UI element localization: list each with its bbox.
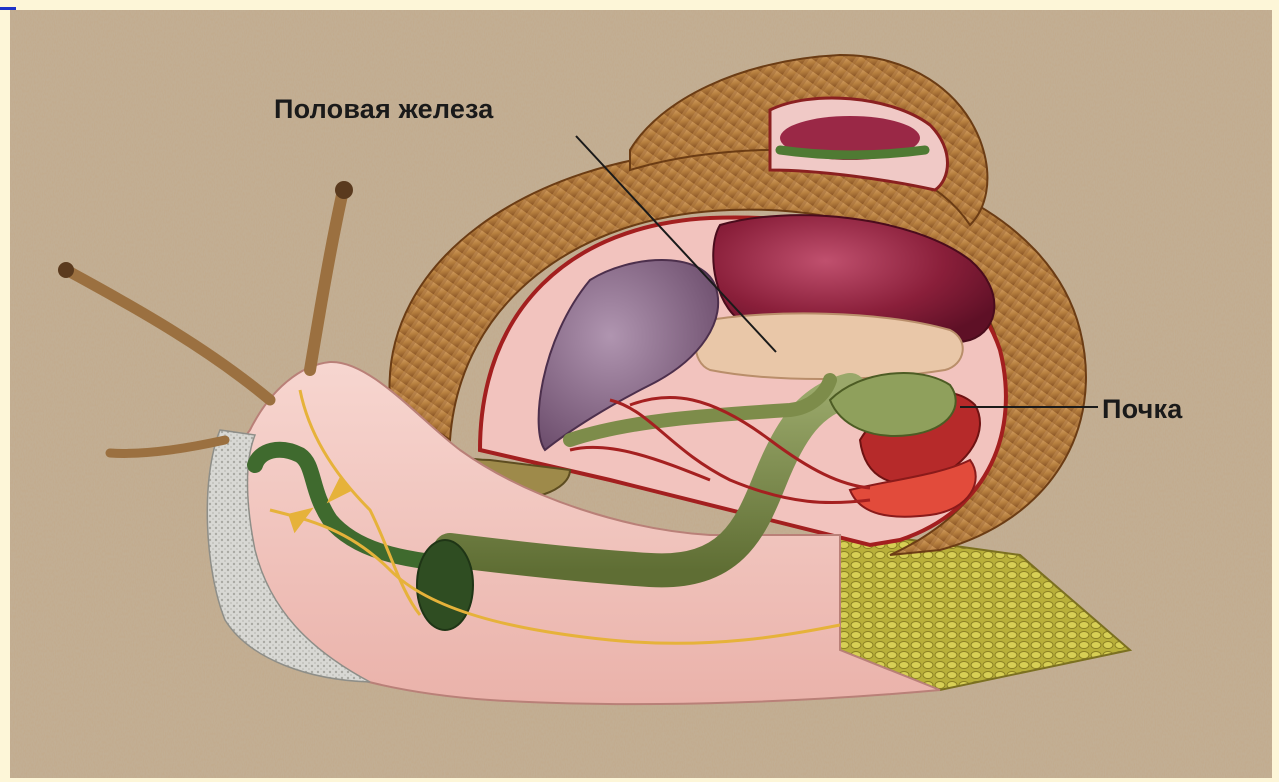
slide-marker bbox=[0, 0, 16, 10]
gonad-label: Половая железа bbox=[274, 94, 494, 125]
gonad bbox=[696, 313, 963, 379]
diagram-panel: Половая железа Почка bbox=[10, 10, 1272, 778]
kidney-label: Почка bbox=[1102, 394, 1182, 425]
snail-anatomy-illustration bbox=[10, 10, 1272, 778]
